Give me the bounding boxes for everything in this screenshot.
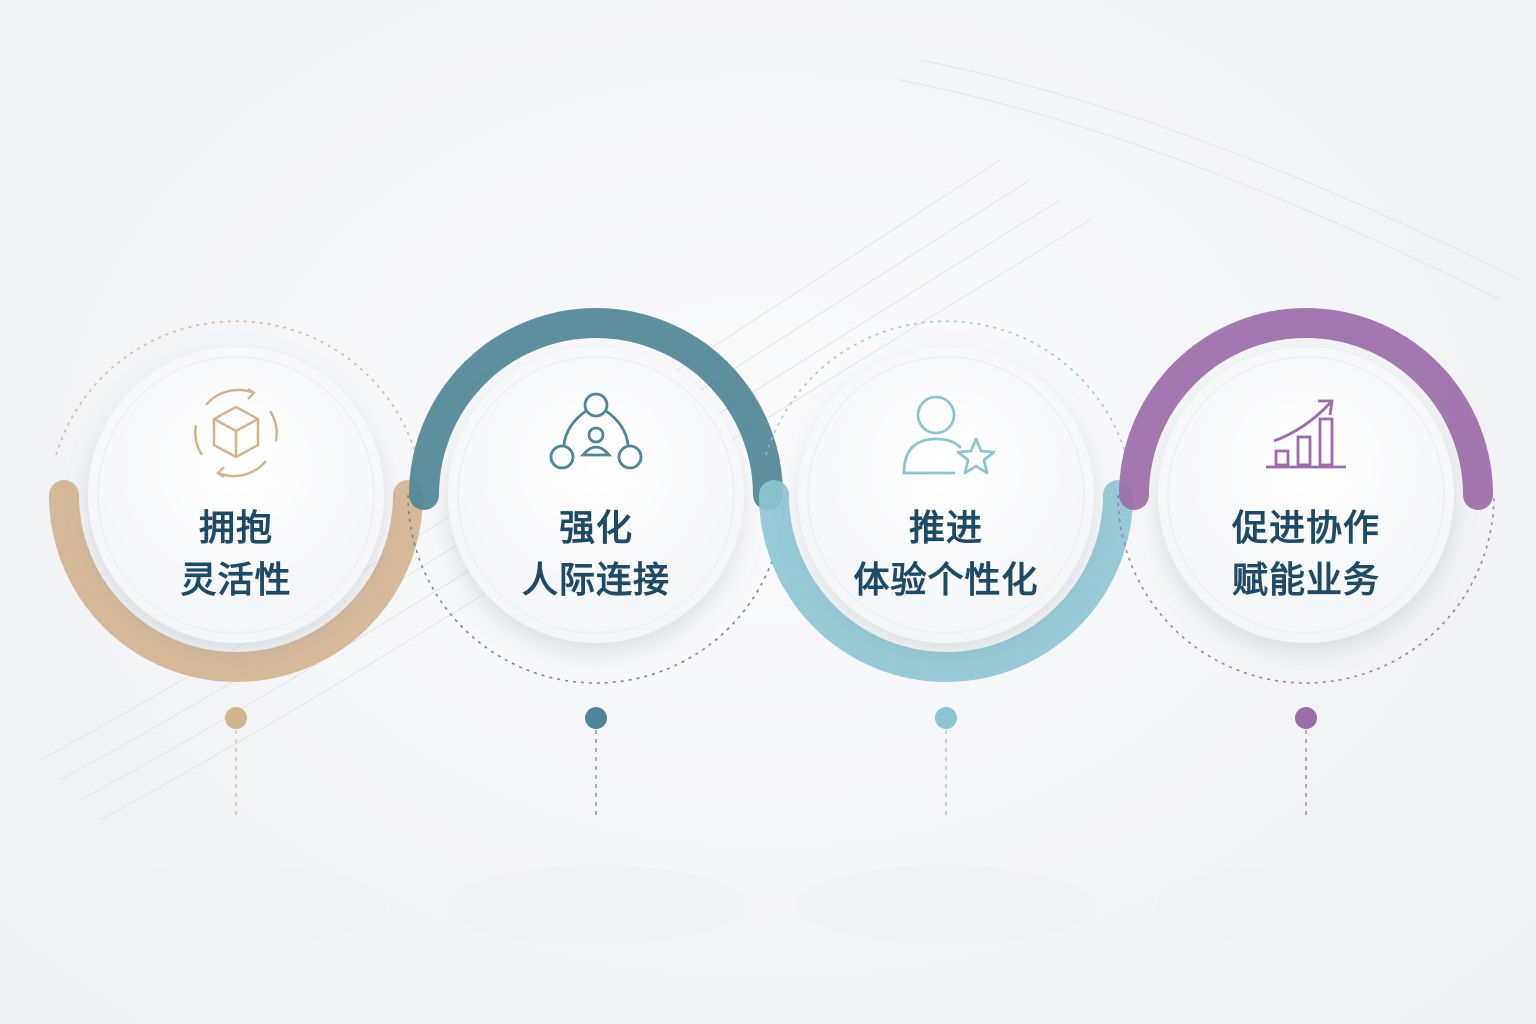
connector-dot: [935, 707, 957, 729]
reflection: [446, 865, 746, 945]
user-star-icon: [902, 395, 996, 475]
step-disc: [88, 347, 384, 643]
step-disc: [798, 347, 1094, 643]
step-disc-inner-ring: [807, 356, 1085, 634]
step-title-line2: 灵活性: [180, 560, 292, 601]
step-title-line1: 促进协作: [1231, 508, 1380, 549]
dashed-ring: [765, 320, 1127, 456]
dashed-ring: [55, 320, 417, 456]
step-title-line1: 推进: [908, 508, 983, 549]
step-2: [407, 308, 785, 945]
step-title-line2: 体验个性化: [853, 560, 1039, 601]
step-title-line2: 人际连接: [521, 560, 670, 601]
step-title-line1: 拥抱: [198, 508, 273, 549]
reflection: [1156, 865, 1456, 945]
step-3: [759, 320, 1133, 945]
connector-dot: [1295, 707, 1317, 729]
step-title-line2: 赋能业务: [1231, 560, 1380, 601]
dashed-ring: [1117, 494, 1495, 684]
reflection: [86, 865, 386, 945]
step-disc-inner-ring: [457, 356, 735, 634]
connector-dot: [225, 707, 247, 729]
step-disc-inner-ring: [1167, 356, 1445, 634]
step-1: [49, 320, 423, 945]
growth-chart-icon: [1266, 399, 1346, 469]
dashed-ring: [407, 494, 785, 684]
step-disc-inner-ring: [97, 356, 375, 634]
progress-arc: [759, 480, 1133, 682]
cube-cycle-icon: [194, 387, 278, 479]
step-label: 促进协作赋能业务: [1156, 503, 1456, 607]
progress-arc: [409, 308, 783, 510]
connector-dot: [585, 707, 607, 729]
step-4: [1117, 308, 1495, 945]
progress-arc: [1119, 308, 1493, 510]
step-label: 拥抱灵活性: [86, 503, 386, 607]
step-disc: [448, 347, 744, 643]
reflection: [796, 865, 1096, 945]
step-label: 强化人际连接: [446, 503, 746, 607]
step-disc: [1158, 347, 1454, 643]
step-title-line1: 强化: [558, 508, 633, 549]
step-label: 推进体验个性化: [796, 503, 1096, 607]
progress-arc: [49, 480, 423, 682]
people-network-icon: [549, 392, 643, 470]
